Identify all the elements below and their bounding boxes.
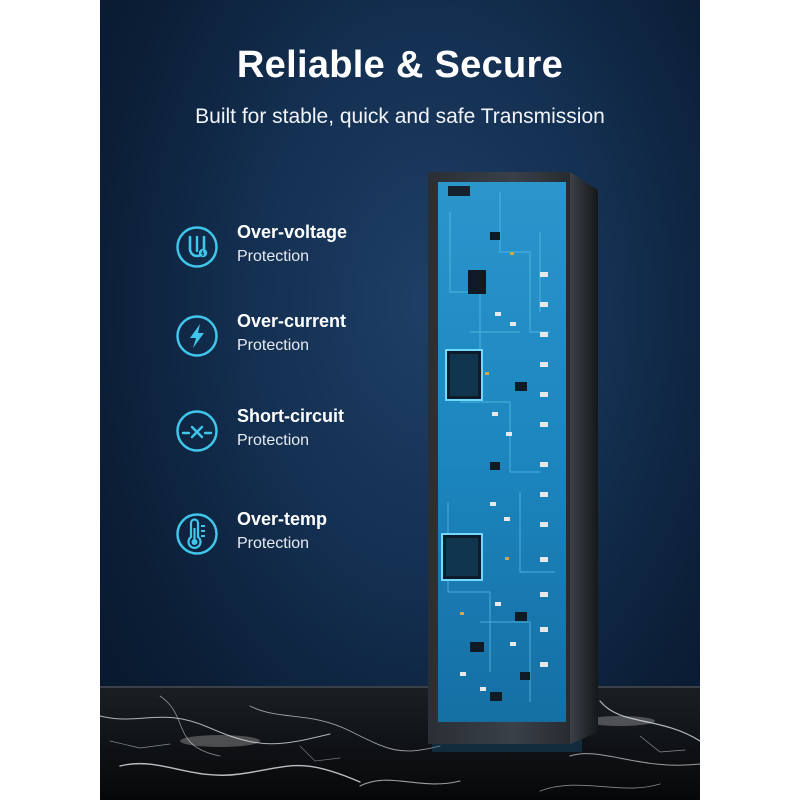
thermometer-icon [175,512,219,556]
feature-over-voltage: Over-voltage Protection [175,222,415,274]
feature-name: Over-current [237,311,347,331]
short-circuit-icon [175,409,219,453]
banner-subtitle: Built for stable, quick and safe Transmi… [195,105,605,128]
marble-surface [100,686,700,800]
product-banner: Reliable & Secure Built for stable, quic… [100,0,700,800]
feature-over-current: Over-current Protection [175,311,415,363]
feature-sub: Protection [237,535,310,552]
feature-short-circuit: Short-circuit Protection [175,406,415,458]
feature-over-temp: Over-temp Protection [175,509,415,561]
feature-sub: Protection [237,432,310,449]
feature-sub: Protection [237,248,310,265]
banner-title: Reliable & Secure [236,44,564,86]
feature-name: Over-temp [237,509,328,529]
voltage-magnet-icon [175,225,219,269]
feature-name: Over-voltage [237,222,348,242]
lightning-bolt-icon [175,314,219,358]
feature-name: Short-circuit [237,406,345,426]
ssd-enclosure-image [420,172,600,752]
feature-sub: Protection [237,337,310,354]
